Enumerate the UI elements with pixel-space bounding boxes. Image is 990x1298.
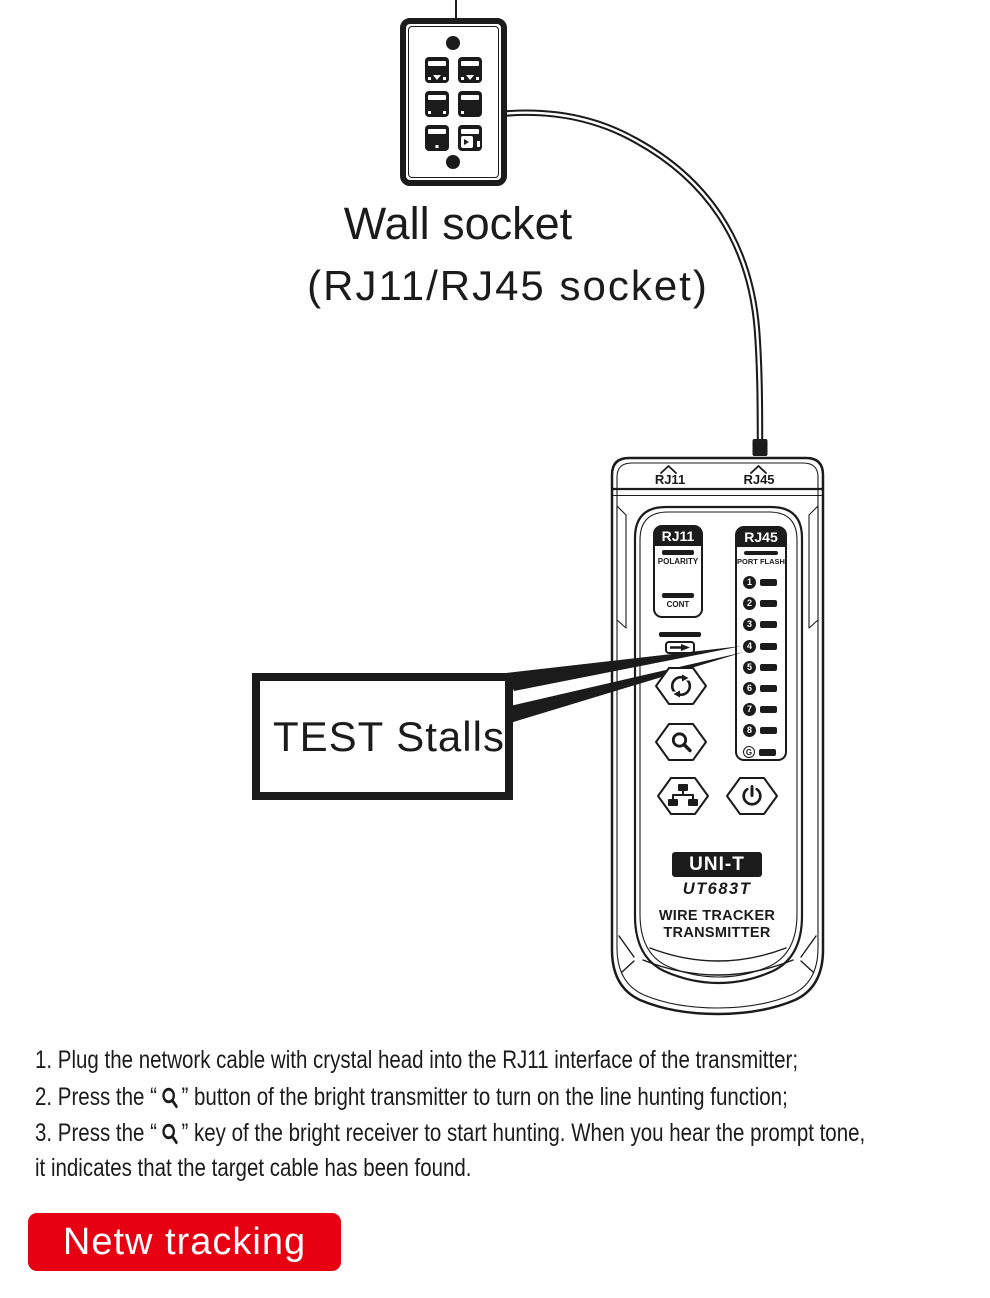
led-row-4: 4 <box>743 639 777 653</box>
led-row-5: 5 <box>743 660 777 674</box>
led-row-7: 7 <box>743 702 777 716</box>
socket-port <box>425 91 449 117</box>
socket-port <box>458 57 482 83</box>
power-icon <box>742 785 762 806</box>
cont-led-bar <box>662 593 694 598</box>
instruction-step-2: 2. Press the “” button of the bright tra… <box>35 1083 788 1111</box>
polarity-label: POLARITY <box>657 557 699 566</box>
socket-screw-bottom <box>446 155 460 169</box>
product-name-line2: TRANSMITTER <box>663 925 771 941</box>
led-row-3: 3 <box>743 617 777 631</box>
cap-label-rj45: RJ45 <box>743 472 775 487</box>
magnifier-icon <box>157 1119 182 1147</box>
model-number: UT683T <box>682 880 752 898</box>
socket-port <box>425 57 449 83</box>
led-row-1: 1 <box>743 575 777 589</box>
port-flash-led-bar <box>744 551 778 555</box>
instruction-step-3-continued: it indicates that the target cable has b… <box>35 1154 472 1182</box>
socket-title: Wall socket <box>343 198 573 249</box>
brand-logo: UNI-T <box>672 852 762 877</box>
plug-icon <box>461 136 473 148</box>
socket-port-plugged <box>458 125 482 151</box>
battery-led-bar <box>659 632 701 637</box>
cycle-icon <box>670 674 692 698</box>
network-icon <box>668 784 698 806</box>
instruction-step-1: 1. Plug the network cable with crystal h… <box>35 1046 799 1074</box>
socket-screw-top <box>446 36 460 50</box>
cable-connector <box>752 439 768 456</box>
led-row-8: 8 <box>743 723 777 737</box>
socket-subtitle: (RJ11/RJ45 socket) <box>307 262 709 309</box>
wall-socket <box>400 18 507 186</box>
search-button <box>653 721 709 763</box>
magnifier-icon <box>157 1083 182 1111</box>
patch-cable <box>474 109 768 456</box>
led-row-ground: G <box>743 745 776 759</box>
polarity-led-bar <box>662 550 694 555</box>
port-flash-label: PORT FLASH <box>737 557 785 566</box>
rj45-port-arrow-icon <box>750 465 767 474</box>
socket-port <box>425 125 449 151</box>
socket-port-with-cable <box>458 91 482 117</box>
rj45-panel-header: RJ45 <box>736 527 786 547</box>
banner-label: Netw tracking <box>62 1220 307 1263</box>
magnifier-icon <box>671 732 692 753</box>
led-row-6: 6 <box>743 681 777 695</box>
callout-label: TEST Stalls <box>273 712 505 760</box>
socket-inner-frame <box>408 26 499 178</box>
callout-box: TEST Stalls <box>252 673 513 800</box>
network-button <box>655 775 711 817</box>
cycle-button <box>653 665 709 707</box>
rj11-panel-header: RJ11 <box>654 526 702 546</box>
instruction-step-3: 3. Press the “” key of the bright receiv… <box>35 1119 866 1147</box>
product-name-line1: WIRE TRACKER <box>658 908 776 924</box>
rj11-port-arrow-icon <box>660 465 677 474</box>
led-row-2: 2 <box>743 596 777 610</box>
rj45-indicator-panel: RJ45 PORT FLASH 1 2 3 4 5 6 7 8 G <box>735 526 787 761</box>
cap-label-rj11: RJ11 <box>654 472 686 487</box>
rj11-indicator-panel: RJ11 POLARITY CONT <box>653 525 703 618</box>
battery-icon <box>665 641 695 654</box>
cont-label: CONT <box>666 600 690 609</box>
section-banner: Netw tracking <box>28 1213 341 1271</box>
power-button <box>724 775 780 817</box>
